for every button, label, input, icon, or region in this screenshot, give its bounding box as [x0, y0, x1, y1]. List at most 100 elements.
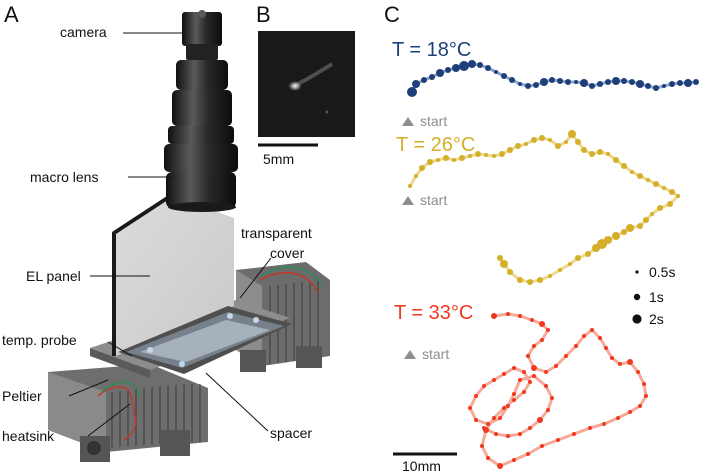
label-cover: cover [270, 245, 305, 261]
trajectory-18c-point [518, 82, 522, 86]
trajectory-33c-point [506, 434, 510, 438]
trajectory-18c-point [477, 62, 483, 68]
trajectory-18c-point [629, 79, 635, 85]
trajectory-18c-point [407, 87, 417, 97]
sample-chamber [118, 306, 292, 374]
trajectory-33c-point [564, 354, 568, 358]
trajectory-33c-point [644, 394, 648, 398]
trajectory-33c-point [642, 382, 646, 386]
trajectory-18c-point [436, 69, 444, 77]
trajectory-18c-point [494, 70, 498, 74]
trajectory-26c-point [475, 151, 481, 157]
trajectory-18c-point [653, 85, 659, 91]
trajectory-26c-point [669, 189, 675, 195]
legend-label-2s: 2s [649, 311, 664, 327]
trajectory-26c-point [657, 205, 663, 211]
panel-letter-c: C [384, 2, 400, 27]
trajectory-33c-point [588, 426, 592, 430]
trajectory-33c-point [492, 378, 496, 382]
trajectory-18c-point [574, 80, 578, 84]
panel-letter-a: A [4, 2, 19, 27]
trajectory-26c-point [459, 155, 465, 161]
trajectory-26c-point [443, 155, 449, 161]
trajectory-26c [408, 130, 680, 285]
label-temp-probe: temp. probe [2, 332, 77, 348]
trajectory-33c-point [526, 354, 530, 358]
trajectory-26c-point [548, 138, 552, 142]
trajectory-33c-point [638, 404, 642, 408]
trajectory-26c-point [621, 229, 627, 235]
trajectory-33c-point [497, 463, 503, 469]
trajectory-33c-point [556, 438, 560, 442]
trajectory-33c-point [502, 406, 506, 410]
trajectory-26c-point [662, 186, 666, 190]
trajectory-26c-point [612, 232, 620, 240]
trajectory-18c [407, 60, 699, 97]
trajectory-33c-point [482, 384, 486, 388]
trajectory-18c-point [485, 65, 491, 71]
trajectory-26c-point [637, 223, 643, 229]
trajectory-33c-point [540, 444, 544, 448]
trajectory-33c-point [518, 432, 522, 436]
trajectory-33c-path [468, 312, 648, 468]
trajectory-33c-point [582, 334, 586, 338]
trajectory-26c-point [452, 158, 456, 162]
trajectory-26c-point [507, 147, 513, 153]
trajectory-18c-title: T = 18°C [392, 39, 471, 61]
trajectory-26c-point [515, 143, 521, 149]
trajectory-26c-point [500, 260, 508, 268]
trajectory-33c-point [616, 416, 620, 420]
legend-dot-0-5s [635, 270, 639, 274]
trajectory-33c-point [498, 416, 502, 420]
trajectory-33c-point [618, 362, 622, 366]
trajectory-33c-point [528, 426, 532, 430]
trajectory-18c-point [557, 78, 563, 84]
trajectory-26c-point [581, 147, 587, 153]
trajectory-33c-point [492, 416, 496, 420]
trajectory-26c-point [497, 255, 503, 261]
trajectory-26c-point [606, 152, 610, 156]
panel-letter-b: B [256, 2, 271, 27]
scale-bar-c-label: 10mm [402, 458, 441, 474]
trajectory-33c-point [474, 418, 478, 422]
trajectory-26c-point [507, 269, 513, 275]
trajectory-26c-point [568, 130, 576, 138]
trajectory-26c-point [676, 194, 680, 198]
trajectory-26c-point [653, 181, 659, 187]
trajectory-26c-point [613, 157, 619, 163]
start-label-33c: start [422, 346, 449, 362]
trajectory-33c-point [636, 370, 640, 374]
trajectory-33c-point [539, 321, 545, 327]
label-peltier: Peltier [2, 388, 42, 404]
trajectory-26c-point [650, 212, 654, 216]
trajectory-26c-title: T = 26°C [396, 134, 475, 156]
trajectory-18c-point [540, 78, 548, 86]
label-transparent: transparent [241, 225, 312, 241]
trajectory-18c-point [412, 80, 420, 88]
trajectory-33c-point [550, 396, 554, 400]
dwell-time-legend: 0.5s 1s 2s [632, 264, 675, 327]
trajectory-26c-point [484, 153, 488, 157]
trajectory-26c-point [592, 244, 600, 252]
trajectory-18c-point [677, 80, 683, 86]
trajectory-26c-point [427, 159, 433, 165]
trajectory-33c-point [480, 444, 484, 448]
trajectory-26c-point [630, 170, 634, 174]
start-label-18c: start [420, 113, 447, 129]
larva-micrograph [258, 31, 355, 137]
trajectory-26c-point [575, 139, 581, 145]
trajectory-18c-point [509, 77, 515, 83]
trajectory-33c-point [468, 406, 472, 410]
callout-lines [68, 32, 272, 437]
label-el-panel: EL panel [26, 268, 81, 284]
trajectory-26c-point [575, 255, 581, 261]
trajectory-33c-point [532, 374, 536, 378]
trajectory-26c-point [419, 165, 425, 171]
trajectory-18c-point [549, 77, 555, 83]
legend-dot-2s [632, 314, 642, 324]
trajectory-33c-point [544, 370, 548, 374]
trajectory-26c-point [637, 173, 643, 179]
trajectory-33c-point [628, 410, 632, 414]
trajectory-18c-point [605, 79, 611, 85]
